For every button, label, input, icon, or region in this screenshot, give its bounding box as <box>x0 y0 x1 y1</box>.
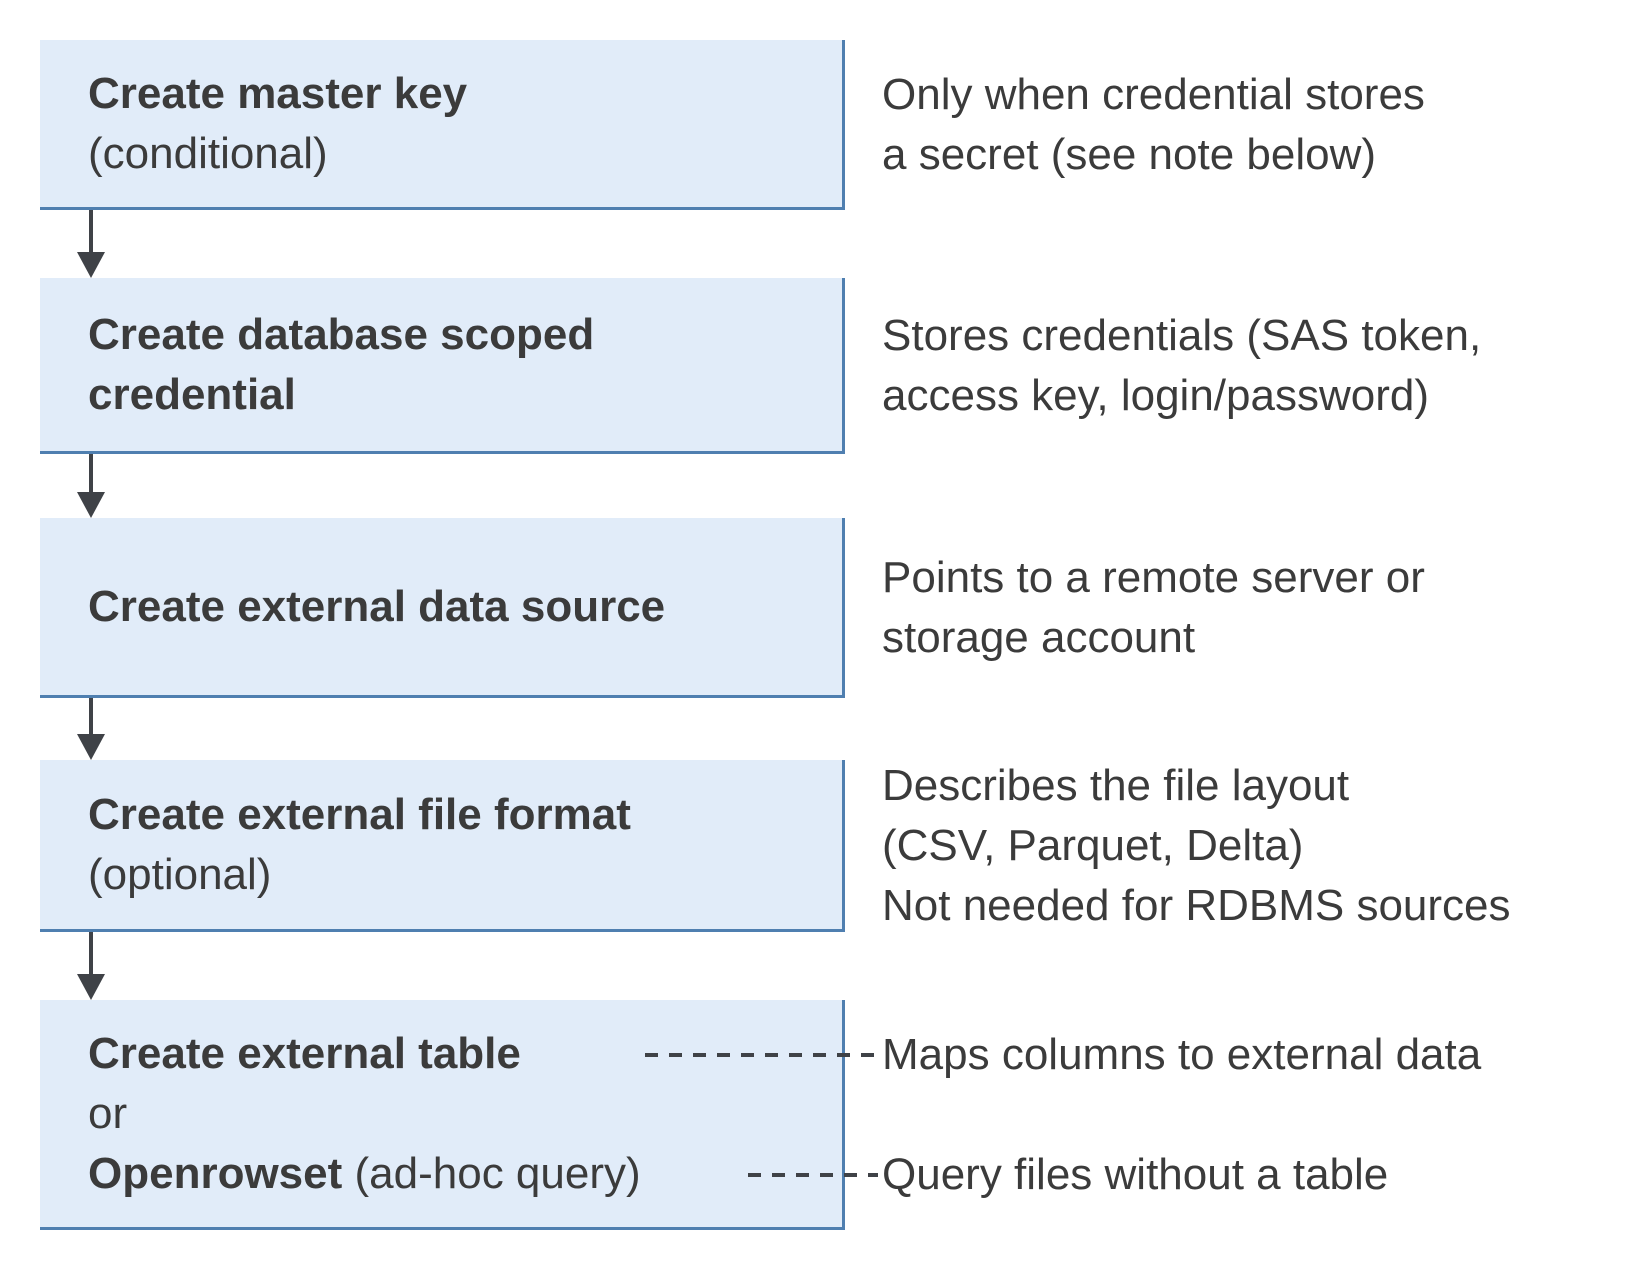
note-line: Query files without a table <box>882 1150 1389 1199</box>
arrow-down-icon <box>77 698 105 760</box>
note-external-file-format: Describes the file layout (CSV, Parquet,… <box>882 760 1511 932</box>
note-line: Maps columns to external data <box>882 1030 1482 1079</box>
arrow-down-icon <box>77 210 105 278</box>
box-title: Create master key <box>88 68 468 118</box>
flow-box-database-scoped-credential: Create database scoped credential <box>40 278 845 454</box>
note-line: Not needed for RDBMS sources <box>882 881 1511 930</box>
arrow-down-icon <box>77 932 105 1000</box>
flow-box-external-data-source: Create external data source <box>40 518 845 698</box>
note-line: Points to a remote server or <box>882 553 1425 602</box>
box-title: Create external data source <box>88 581 666 631</box>
note-line: Describes the file layout <box>882 761 1350 810</box>
box-subtitle-adhoc: (ad-hoc query) <box>342 1148 641 1198</box>
note-master-key: Only when credential stores a secret (se… <box>882 40 1425 210</box>
flow-box-external-table-or-openrowset: Create external table or Openrowset (ad-… <box>40 1000 845 1230</box>
box-or-label: or <box>88 1088 128 1138</box>
note-line: Only when credential stores <box>882 70 1425 119</box>
note-external-table: Maps columns to external data <box>882 1025 1481 1085</box>
box-subtitle: (conditional) <box>88 128 328 178</box>
note-line: Stores credentials (SAS token, <box>882 311 1482 360</box>
flow-box-create-master-key: Create master key (conditional) <box>40 40 845 210</box>
box-title: Create external table <box>88 1028 521 1078</box>
box-subtitle: (optional) <box>88 849 272 899</box>
dashed-connector-openrowset <box>748 1173 878 1177</box>
note-line: access key, login/password) <box>882 371 1429 420</box>
box-title: Create database scoped credential <box>88 309 595 419</box>
note-external-data-source: Points to a remote server or storage acc… <box>882 518 1425 698</box>
note-line: storage account <box>882 613 1196 662</box>
note-database-scoped-credential: Stores credentials (SAS token, access ke… <box>882 278 1481 454</box>
flow-box-external-file-format: Create external file format (optional) <box>40 760 845 932</box>
box-title-openrowset: Openrowset <box>88 1148 343 1198</box>
note-line: (CSV, Parquet, Delta) <box>882 821 1304 870</box>
box-title: Create external file format <box>88 789 631 839</box>
note-line: a secret (see note below) <box>882 130 1377 179</box>
note-openrowset: Query files without a table <box>882 1145 1388 1205</box>
arrow-down-icon <box>77 454 105 518</box>
dashed-connector-external-table <box>645 1053 878 1057</box>
